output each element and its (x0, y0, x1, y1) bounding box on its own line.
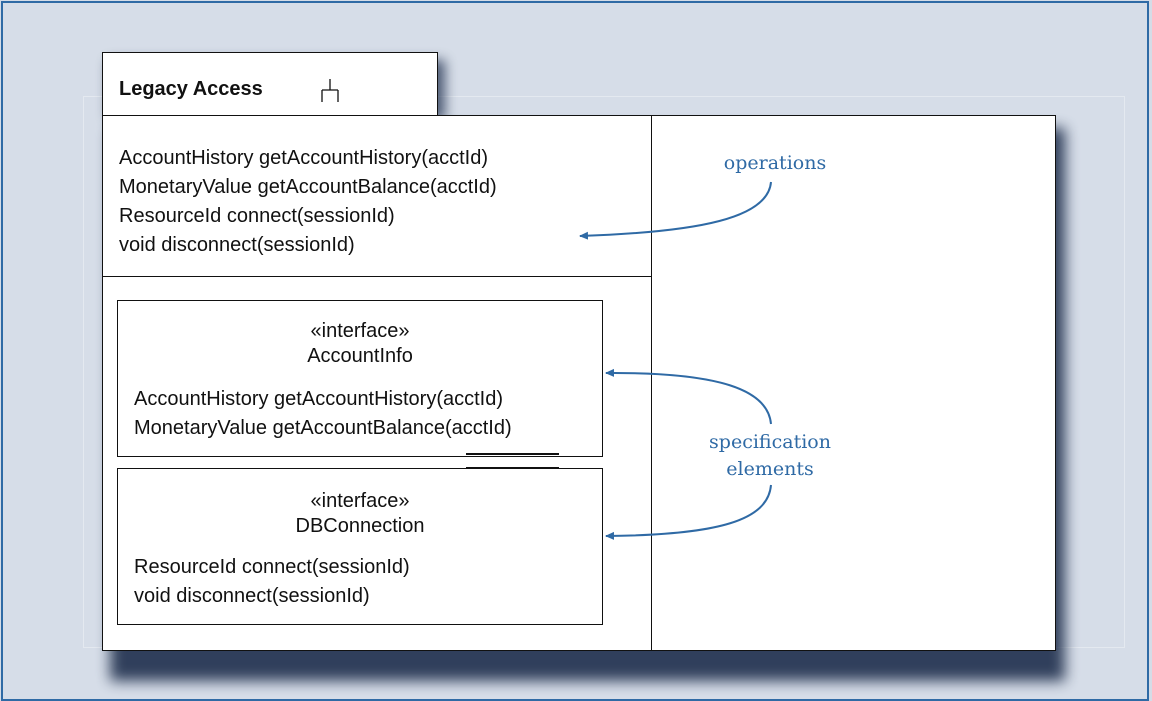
interface-box-accountinfo: «interface» AccountInfo AccountHistory g… (117, 300, 603, 457)
operation-item: AccountHistory getAccountHistory(acctId) (134, 388, 504, 410)
operation-item: ResourceId connect(sessionId) (119, 205, 395, 227)
operation-item: void disconnect(sessionId) (119, 234, 355, 256)
operation-item: ResourceId connect(sessionId) (134, 556, 410, 578)
operation-item: MonetaryValue getAccountBalance(acctId) (134, 417, 512, 439)
interface-operations: ResourceId connect(sessionId) void disco… (118, 553, 602, 611)
component-tab: Legacy Access (102, 52, 438, 116)
operation-item: MonetaryValue getAccountBalance(acctId) (119, 176, 497, 198)
annotation-line: elements (726, 458, 814, 480)
arrow-dbconnection (605, 484, 772, 540)
interface-box-dbconnection: «interface» DBConnection ResourceId conn… (117, 468, 603, 625)
annotation-line: specification (709, 431, 831, 453)
vertical-divider (651, 116, 652, 650)
component-title: Legacy Access (119, 78, 263, 100)
interface-name: DBConnection (295, 515, 425, 537)
interface-stereotype: «interface» (310, 320, 410, 342)
component-fork-icon (321, 79, 339, 102)
separator-tick (466, 453, 559, 455)
annotation-operations: operations (723, 152, 827, 174)
annotation-specification: specification elements (690, 429, 850, 483)
interface-name: AccountInfo (307, 345, 413, 367)
component-body: AccountHistory getAccountHistory(acctId)… (102, 115, 1056, 651)
compartment-divider (103, 276, 651, 277)
interface-stereotype: «interface» (310, 490, 410, 512)
operation-item: void disconnect(sessionId) (134, 585, 370, 607)
operations-list: AccountHistory getAccountHistory(acctId)… (119, 144, 497, 260)
operation-item: AccountHistory getAccountHistory(acctId) (119, 147, 489, 169)
interface-operations: AccountHistory getAccountHistory(acctId)… (118, 385, 602, 443)
arrow-operations (579, 181, 772, 240)
arrow-accountinfo (605, 368, 772, 425)
